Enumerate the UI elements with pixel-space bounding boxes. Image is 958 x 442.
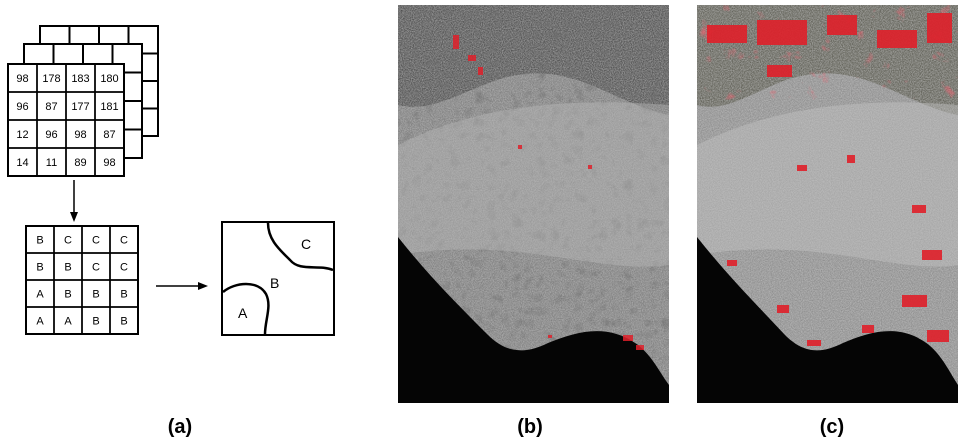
class-label-cell: B <box>36 234 43 246</box>
red-class-patches <box>453 35 644 350</box>
pixel-value-cell: 11 <box>46 157 57 169</box>
class-label-cell: C <box>92 234 100 246</box>
satellite-image-c <box>697 5 958 403</box>
red-class-patches <box>707 13 952 346</box>
pixel-value-cell: 181 <box>100 101 118 113</box>
arrow-down <box>70 180 78 222</box>
satellite-image-b <box>398 5 669 403</box>
pixel-value-cell: 178 <box>42 73 60 85</box>
class-label-cell: B <box>64 261 71 273</box>
region-label-b: B <box>270 275 279 291</box>
pixel-value-cell: 98 <box>16 73 28 85</box>
class-label-cell: C <box>92 261 100 273</box>
caption-b: (b) <box>517 416 543 438</box>
class-label-cell-border <box>109 306 139 335</box>
sea-area <box>398 237 669 403</box>
class-label-cell: C <box>64 234 72 246</box>
pixel-value-cell: 87 <box>45 101 57 113</box>
class-label-cell: B <box>92 315 99 327</box>
pixel-value-cell: 12 <box>16 129 28 141</box>
class-label-cell: A <box>36 288 44 300</box>
region-label-c: C <box>301 236 311 252</box>
class-label-cell: B <box>120 288 127 300</box>
pixel-value-cell: 98 <box>74 129 86 141</box>
region-map: C B A <box>221 221 335 336</box>
region-label-a: A <box>238 305 248 321</box>
sea-area <box>697 237 958 403</box>
pixel-value-cell: 96 <box>16 101 28 113</box>
class-label-cell: B <box>64 288 71 300</box>
pixel-value-cell: 87 <box>103 129 115 141</box>
class-label-cell: B <box>92 288 99 300</box>
pixel-value-cell: 177 <box>71 101 89 113</box>
class-label-cell: B <box>36 261 43 273</box>
class-label-cell: B <box>120 315 127 327</box>
pixel-value-cell: 183 <box>71 73 89 85</box>
pixel-value-cell: 180 <box>100 73 118 85</box>
class-label-cell: C <box>120 261 128 273</box>
caption-a: (a) <box>167 416 193 438</box>
class-label-cell: A <box>64 315 72 327</box>
arrow-right <box>156 282 208 290</box>
class-label-cell: A <box>36 315 44 327</box>
pixel-value-grid: 98 178 183 180 96 87 177 181 12 96 98 87 14 11 89 98 <box>7 63 125 177</box>
pixel-value-cell-border <box>94 147 125 177</box>
pixel-value-cell: 98 <box>103 157 115 169</box>
pixel-value-cell: 96 <box>45 129 57 141</box>
caption-c: (c) <box>819 416 845 438</box>
pixel-value-cell: 89 <box>74 157 86 169</box>
class-label-cell: C <box>120 234 128 246</box>
pixel-value-cell: 14 <box>16 157 28 169</box>
class-label-grid: B C C C B B C C A B B B A A B B <box>25 225 139 335</box>
